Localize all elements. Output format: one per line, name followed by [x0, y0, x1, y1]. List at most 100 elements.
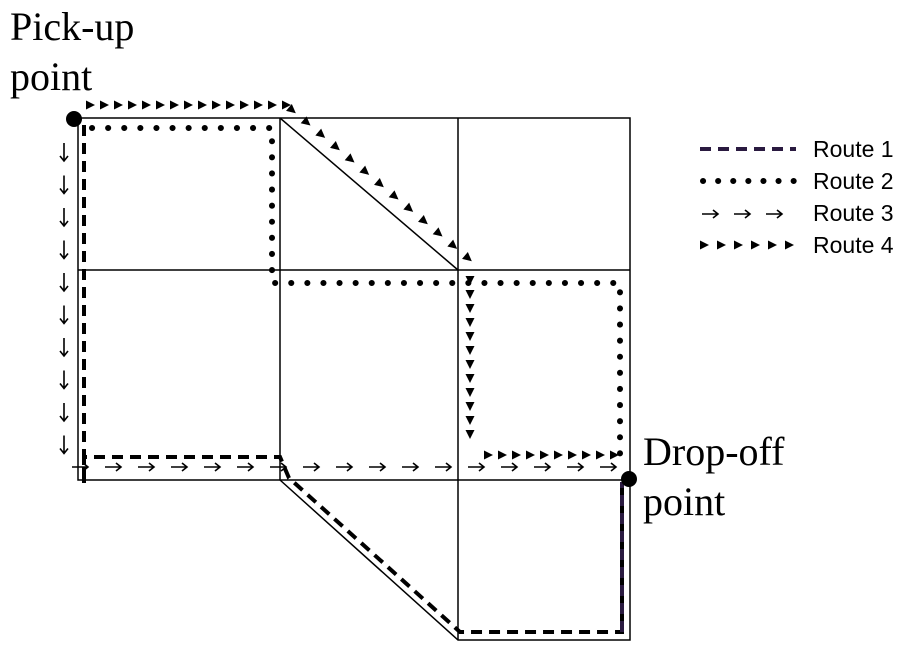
route-4-triangle — [465, 402, 475, 411]
route-4-triangle — [344, 153, 355, 163]
legend: Route 1 Route 2 Route 3 Route 4 — [700, 136, 894, 258]
route-2-path — [89, 125, 623, 458]
route-4-triangle — [286, 103, 296, 114]
route-4-triangle — [465, 318, 475, 327]
route-4-triangle — [198, 100, 207, 110]
route-3-arrow — [171, 462, 189, 472]
route-4-triangle — [142, 100, 151, 110]
legend-route-3-arrow — [734, 209, 752, 219]
route-4-triangle — [465, 276, 475, 285]
pickup-label-line-2: point — [10, 54, 92, 99]
route-4-triangle — [465, 360, 475, 369]
route-3-arrow — [105, 462, 123, 472]
route-4-triangle — [540, 450, 549, 460]
legend-route-4-swatch — [700, 240, 794, 250]
route-4-triangle — [359, 165, 370, 175]
legend-route-3-label: Route 3 — [813, 200, 894, 226]
legend-route-4-triangle — [717, 240, 726, 250]
route-4-triangle — [568, 450, 577, 460]
dropoff-label-line-2: point — [643, 479, 725, 524]
route-4-triangle — [447, 239, 458, 249]
route-4-triangle — [498, 450, 507, 460]
route-4-triangle — [484, 450, 493, 460]
route-4-triangle — [462, 251, 472, 262]
route-3-arrow — [59, 305, 69, 325]
route-4-triangle — [86, 100, 95, 110]
route-3-arrow — [534, 462, 552, 472]
route-3-arrow — [567, 462, 585, 472]
route-3-arrow — [369, 462, 387, 472]
route-3-arrow — [59, 273, 69, 293]
legend-route-4-triangle — [751, 240, 760, 250]
legend-route-4-triangle — [700, 240, 709, 250]
route-4-path — [86, 100, 619, 460]
route-3-arrow — [59, 403, 69, 423]
grid-diagonal-upper — [279, 117, 459, 271]
route-3-arrow — [59, 338, 69, 358]
route-3-arrow — [468, 462, 486, 472]
route-3-arrow — [237, 462, 255, 472]
route-4-triangle — [465, 346, 475, 355]
dropoff-label-line-1: Drop-off — [643, 429, 785, 474]
route-3-arrow — [402, 462, 420, 472]
route-3-arrow — [600, 462, 618, 472]
dropoff-point-marker — [621, 471, 637, 487]
legend-route-3-swatch — [702, 209, 784, 219]
route-3-arrow — [138, 462, 156, 472]
legend-route-4-triangle — [734, 240, 743, 250]
grid — [77, 117, 631, 641]
route-3-arrow — [59, 435, 69, 455]
route-4-triangle — [388, 190, 399, 200]
grid-lower-cell — [279, 479, 631, 641]
route-4-triangle — [465, 290, 475, 299]
route-4-triangle — [465, 304, 475, 313]
legend-route-4-triangle — [768, 240, 777, 250]
route-4-triangle — [526, 450, 535, 460]
route-4-triangle — [512, 450, 521, 460]
route-3-arrow — [435, 462, 453, 472]
route-3-arrow — [59, 143, 69, 163]
route-4-triangle — [114, 100, 123, 110]
route-4-triangle — [465, 430, 475, 439]
route-4-triangle — [554, 450, 563, 460]
route-3-arrow — [59, 370, 69, 390]
route-3-arrow — [59, 175, 69, 195]
route-4-triangle — [240, 100, 249, 110]
route-4-triangle — [184, 100, 193, 110]
route-4-triangle — [226, 100, 235, 110]
route-3-arrow — [336, 462, 354, 472]
legend-route-4-label: Route 4 — [813, 232, 894, 258]
route-4-triangle — [465, 332, 475, 341]
legend-route-2-label: Route 2 — [813, 168, 894, 194]
route-4-triangle — [212, 100, 221, 110]
route-3-arrow — [303, 462, 321, 472]
route-3-arrow — [59, 240, 69, 260]
route-4-triangle — [268, 100, 277, 110]
route-4-triangle — [254, 100, 263, 110]
route-1-path — [82, 125, 624, 634]
route-4-triangle — [170, 100, 179, 110]
route-4-triangle — [128, 100, 137, 110]
route-4-triangle — [374, 177, 384, 188]
pickup-point-marker — [66, 111, 82, 127]
route-4-triangle — [610, 450, 619, 460]
route-4-triangle — [282, 100, 291, 110]
route-4-triangle — [315, 128, 326, 138]
route-4-triangle — [465, 374, 475, 383]
route-3-arrow — [501, 462, 519, 472]
route-4-triangle — [330, 140, 340, 151]
route-3-path — [59, 143, 618, 472]
route-4-triangle — [156, 100, 165, 110]
route-3-arrow — [72, 462, 90, 472]
route-4-triangle — [100, 100, 109, 110]
route-4-triangle — [596, 450, 605, 460]
legend-route-1-label: Route 1 — [813, 136, 894, 162]
route-3-arrow — [204, 462, 222, 472]
legend-route-4-triangle — [785, 240, 794, 250]
route-3-arrow — [270, 462, 288, 472]
route-3-arrow — [59, 208, 69, 228]
legend-route-3-arrow — [702, 209, 720, 219]
route-4-triangle — [418, 214, 428, 225]
pickup-label-line-1: Pick-up — [10, 4, 134, 49]
